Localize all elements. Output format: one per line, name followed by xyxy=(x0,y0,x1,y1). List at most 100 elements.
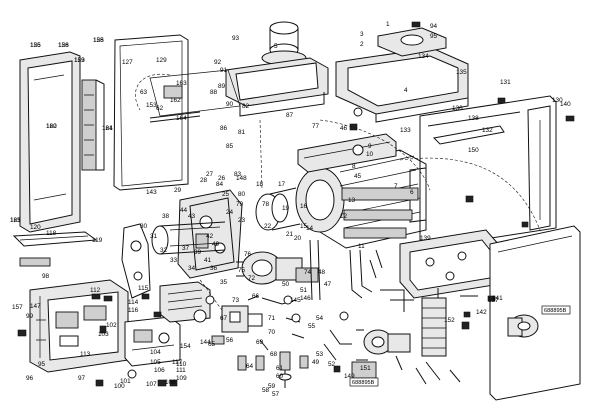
callout-159: 159 xyxy=(74,57,85,64)
callout-38: 38 xyxy=(162,213,170,220)
callout-163: 163 xyxy=(176,80,187,87)
callout-141: 141 xyxy=(492,295,503,302)
burner-tube xyxy=(151,221,226,255)
callout-65: 65 xyxy=(208,341,216,348)
callout-87: 87 xyxy=(286,112,294,119)
callout-113: 113 xyxy=(80,351,91,358)
side-panel-right xyxy=(489,225,581,401)
callout-26: 26 xyxy=(218,175,226,182)
front-casing-panel xyxy=(19,51,105,233)
callout-161: 161 xyxy=(102,125,113,132)
callout-108: 108 xyxy=(165,379,176,386)
callout-83: 83 xyxy=(234,171,242,178)
callout-8: 8 xyxy=(352,163,356,170)
callout-124: 124 xyxy=(102,125,113,132)
svg-text:688895B: 688895B xyxy=(544,308,567,314)
callout-40: 40 xyxy=(212,241,220,248)
callout-131: 131 xyxy=(500,79,511,86)
callout-66: 66 xyxy=(252,293,260,300)
callout-56: 56 xyxy=(226,337,234,344)
callout-52: 52 xyxy=(328,361,336,368)
callout-10: 10 xyxy=(366,151,374,158)
callout-95: 95 xyxy=(430,33,438,40)
callout-121: 121 xyxy=(10,217,21,224)
callout-68: 68 xyxy=(270,351,278,358)
small-parts-left xyxy=(17,257,215,387)
callout-100: 100 xyxy=(114,383,125,390)
callout-17: 17 xyxy=(278,181,286,188)
rear-chassis-frame xyxy=(341,95,557,249)
callout-15: 15 xyxy=(300,223,308,230)
callout-1: 1 xyxy=(386,21,390,28)
manifold-gasket xyxy=(149,69,241,123)
callout-29: 29 xyxy=(174,187,182,194)
callout-101: 101 xyxy=(120,378,131,385)
callout-82: 82 xyxy=(242,103,250,110)
exchanger-top-manifold xyxy=(297,133,397,173)
callout-114: 114 xyxy=(128,299,139,306)
callout-59: 59 xyxy=(268,383,276,390)
callout-43: 43 xyxy=(188,213,196,220)
callout-106: 106 xyxy=(154,367,165,374)
callout-116: 116 xyxy=(128,307,139,314)
callout-138: 138 xyxy=(468,115,479,122)
callout-118: 118 xyxy=(46,230,57,237)
callout-76: 76 xyxy=(244,251,252,258)
callout-22: 22 xyxy=(264,223,272,230)
fan-assembly xyxy=(236,251,319,285)
callout-147: 147 xyxy=(30,303,41,310)
callout-127: 127 xyxy=(122,59,133,66)
callout-145: 145 xyxy=(290,297,301,304)
callout-48: 48 xyxy=(318,269,326,276)
callout-89: 89 xyxy=(218,83,226,90)
callout-18: 18 xyxy=(256,181,264,188)
pump-assembly xyxy=(356,329,411,371)
gas-valve-assembly xyxy=(121,189,243,299)
callout-137: 137 xyxy=(488,297,499,304)
callout-41: 41 xyxy=(204,257,212,264)
callout-91: 91 xyxy=(220,67,228,74)
callout-144: 144 xyxy=(200,339,211,346)
callout-133: 133 xyxy=(400,127,411,134)
callout-99: 99 xyxy=(26,313,34,320)
callout-78: 78 xyxy=(262,201,270,208)
callout-134: 134 xyxy=(418,53,429,60)
callout-2: 2 xyxy=(360,41,364,48)
callout-80: 80 xyxy=(238,191,246,198)
callout-16: 16 xyxy=(300,203,308,210)
callout-84: 84 xyxy=(216,181,224,188)
small-fittings-right xyxy=(333,97,575,379)
callout-14: 14 xyxy=(306,225,314,232)
callout-34: 34 xyxy=(188,265,196,272)
callout-12: 12 xyxy=(340,213,348,220)
callout-75: 75 xyxy=(238,267,246,274)
callout-92: 92 xyxy=(214,59,222,66)
callout-128: 128 xyxy=(58,42,69,49)
bottom-tray xyxy=(12,231,98,247)
callout-77: 77 xyxy=(312,123,320,130)
callout-49: 49 xyxy=(312,359,320,366)
callout-117: 117 xyxy=(172,359,183,366)
callout-164: 164 xyxy=(176,115,187,122)
callout-70: 70 xyxy=(268,329,276,336)
callout-73: 73 xyxy=(232,297,240,304)
callout-33: 33 xyxy=(170,257,178,264)
callout-72: 72 xyxy=(248,275,256,282)
callout-94: 94 xyxy=(430,23,438,30)
callout-143: 143 xyxy=(146,189,157,196)
callout-60: 60 xyxy=(276,373,284,380)
air-box-cover xyxy=(225,57,329,117)
callout-125: 125 xyxy=(93,37,104,44)
assembly-lines xyxy=(135,73,541,311)
callout-51: 51 xyxy=(300,287,308,294)
callout-153: 153 xyxy=(146,102,157,109)
callout-30: 30 xyxy=(140,223,148,230)
callout-86: 86 xyxy=(220,125,228,132)
callout-154: 154 xyxy=(180,343,191,350)
callout-130: 130 xyxy=(552,97,563,104)
callout-67: 67 xyxy=(220,315,228,322)
callout-112: 112 xyxy=(90,287,101,294)
